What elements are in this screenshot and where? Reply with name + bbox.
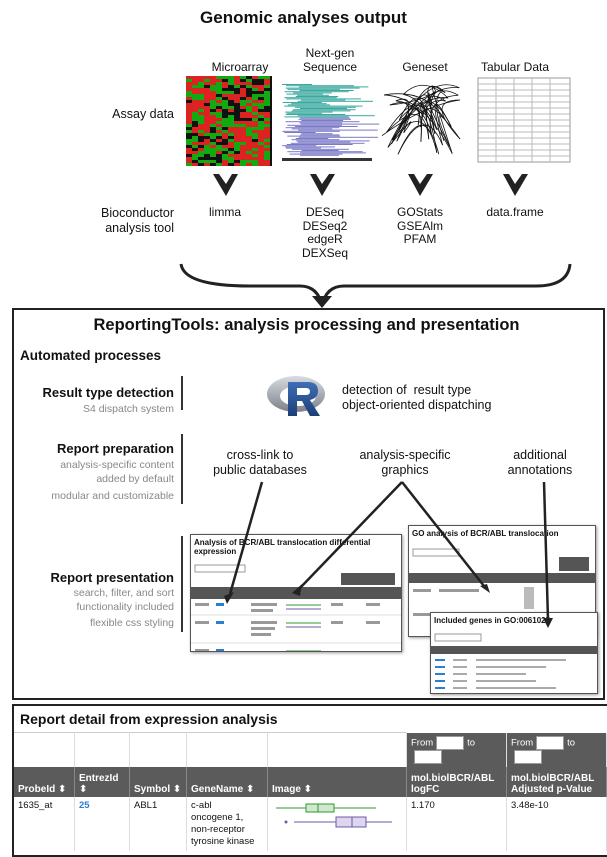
assay-label-geneset: Geneset — [402, 60, 448, 74]
annotation-graphics: analysis-specific graphics — [359, 448, 451, 477]
detail-table: From to From to ProbeId ⬍ EntrezId ⬍ Symbo… — [14, 732, 607, 851]
sequencing-plot-icon — [282, 76, 380, 162]
result-type-heading: Result type detection — [42, 385, 174, 400]
col-probeid[interactable]: ProbeId ⬍ — [14, 766, 75, 797]
col-image[interactable]: Image ⬍ — [267, 766, 407, 797]
cell-symbol: ABL1 — [129, 796, 187, 851]
genes-report-thumbnail: Included genes in GO:0061025 — [430, 612, 598, 694]
genes-report-title: Included genes in GO:0061025 — [434, 616, 551, 625]
divider-3 — [181, 536, 183, 632]
tool-ngs: DESeq DESeq2 edgeR DEXSeq — [301, 205, 349, 260]
filter-from-label: From — [411, 737, 434, 749]
logfc-max-input[interactable] — [414, 749, 442, 764]
callout-arrows — [224, 481, 553, 628]
tool-tabular: data.frame — [486, 205, 544, 219]
pval-filter[interactable]: From to — [506, 732, 607, 767]
cell-pval: 3.48e-10 — [506, 796, 607, 851]
cell-probeid: 1635_at — [14, 796, 75, 851]
tool-microarray: limma — [209, 205, 241, 219]
reportingtools-panel — [12, 308, 605, 700]
cell-entrezid[interactable]: 25 — [74, 796, 130, 851]
report-pres-heading: Report presentation — [50, 570, 174, 585]
tool-geneset: GOStats GSEAlm PFAM — [396, 205, 443, 246]
annotation-crosslink: cross-link to public databases — [213, 448, 307, 477]
section-heading: Automated processes — [20, 348, 162, 363]
report-pres-sub1: search, filter, and sort functionality i… — [73, 587, 174, 613]
row-label-assay: Assay data — [112, 107, 174, 121]
genes-report-table — [431, 633, 597, 689]
de-report-title: Analysis of BCR/ABL translocation differ… — [194, 538, 371, 556]
assay-arrows — [213, 174, 528, 196]
report-prep-sub2: modular and customizable — [51, 490, 174, 502]
merge-brace — [179, 263, 572, 308]
tabular-data-icon — [477, 77, 571, 163]
col-logfc[interactable]: mol.biolBCR/ABL logFC — [406, 766, 507, 797]
col-genename[interactable]: GeneName ⬍ — [186, 766, 268, 797]
assay-thumbnails — [186, 76, 571, 166]
filter-to-label: to — [467, 737, 476, 749]
table-row: 1635_at 25 ABL1 c-abl oncogene 1, non-re… — [14, 796, 607, 851]
r-logo-icon — [267, 376, 325, 416]
row-label-tool: Bioconductor analysis tool — [101, 206, 174, 235]
report-prep-heading: Report preparation — [56, 441, 174, 456]
cell-genename: c-abl oncogene 1, non-receptor tyrosine … — [186, 796, 268, 851]
detail-table-wrap: From to From to ProbeId ⬍ EntrezId ⬍ Symbo… — [14, 732, 607, 851]
divider-2 — [181, 434, 183, 504]
report-prep-sub1: analysis-specific content added by defau… — [60, 459, 174, 485]
go-report-title: GO analysis of BCR/ABL translocation — [412, 529, 559, 538]
boxplot-icon — [276, 803, 392, 827]
assay-label-ngs: Next-gen Sequence — [302, 46, 358, 74]
reportingtools-title: ReportingTools: analysis processing and … — [93, 316, 520, 334]
cell-logfc: 1.170 — [406, 796, 507, 851]
col-pval[interactable]: mol.biolBCR/ABL Adjusted p-Value — [506, 766, 607, 797]
result-type-sub: S4 dispatch system — [82, 403, 174, 415]
go-report-table — [409, 548, 595, 616]
geneset-network-icon — [381, 84, 461, 155]
report-detail-title: Report detail from expression analysis — [20, 711, 278, 727]
annotation-additional: additional annotations — [507, 448, 573, 477]
logfc-filter[interactable]: From to — [406, 732, 507, 767]
col-entrezid[interactable]: EntrezId ⬍ — [74, 766, 130, 797]
pval-min-input[interactable] — [536, 735, 565, 750]
filter-from-label: From — [511, 737, 534, 749]
cell-image — [267, 796, 407, 851]
page-title: Genomic analyses output — [200, 8, 407, 27]
report-pres-sub2: flexible css styling — [89, 617, 174, 629]
result-type-desc: detection of result type object-oriented… — [342, 383, 492, 412]
col-symbol[interactable]: Symbol ⬍ — [129, 766, 187, 797]
pval-max-input[interactable] — [514, 749, 542, 764]
logfc-min-input[interactable] — [436, 735, 465, 750]
assay-label-microarray: Microarray — [211, 60, 269, 74]
filter-to-label: to — [567, 737, 576, 749]
assay-label-tabular: Tabular Data — [480, 60, 550, 74]
microarray-heatmap-icon — [186, 76, 272, 166]
divider-1 — [181, 376, 183, 410]
